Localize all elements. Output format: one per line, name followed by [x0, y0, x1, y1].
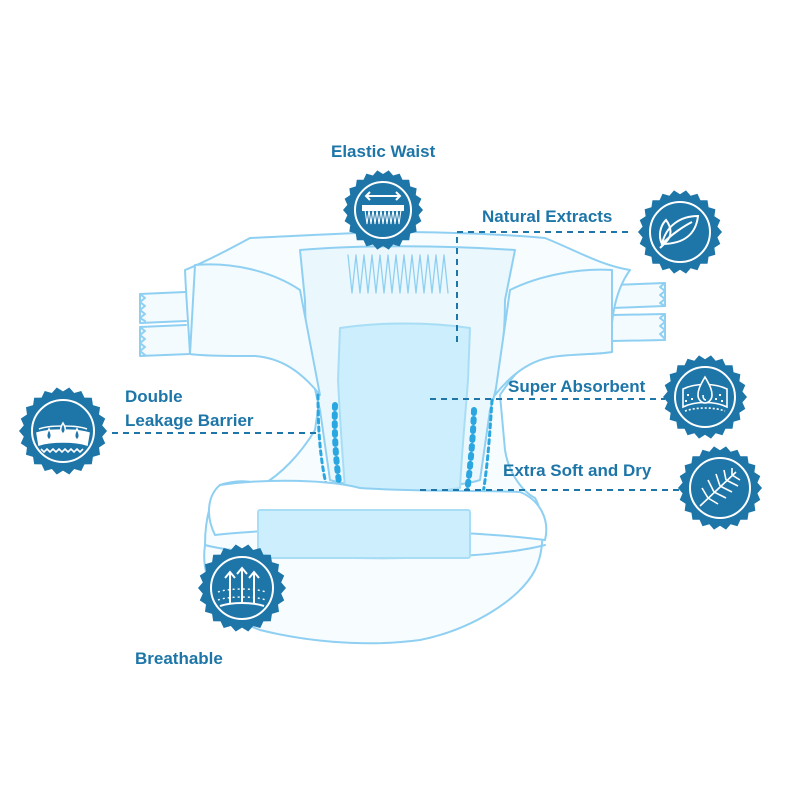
right-fastening-tape	[612, 283, 665, 341]
super-absorbent-badge	[663, 355, 747, 438]
back-pad	[258, 510, 470, 558]
elastic-waist-label: Elastic Waist	[331, 141, 435, 162]
natural-extracts-label: Natural Extracts	[482, 206, 612, 227]
super-absorbent-label: Super Absorbent	[508, 376, 645, 397]
leakage-barrier-label-line1: Double	[125, 386, 254, 407]
natural-extracts-badge	[638, 190, 722, 273]
left-fastening-tape	[140, 292, 190, 356]
leakage-barrier-label-line2: Leakage Barrier	[125, 410, 254, 431]
extra-soft-dry-label: Extra Soft and Dry	[503, 460, 651, 481]
leakage-barrier-label: Double Leakage Barrier	[125, 386, 254, 431]
breathable-label: Breathable	[135, 648, 223, 669]
absorbent-core	[338, 324, 470, 494]
extra-soft-dry-badge	[678, 446, 762, 529]
leakage-barrier-badge	[19, 387, 107, 474]
